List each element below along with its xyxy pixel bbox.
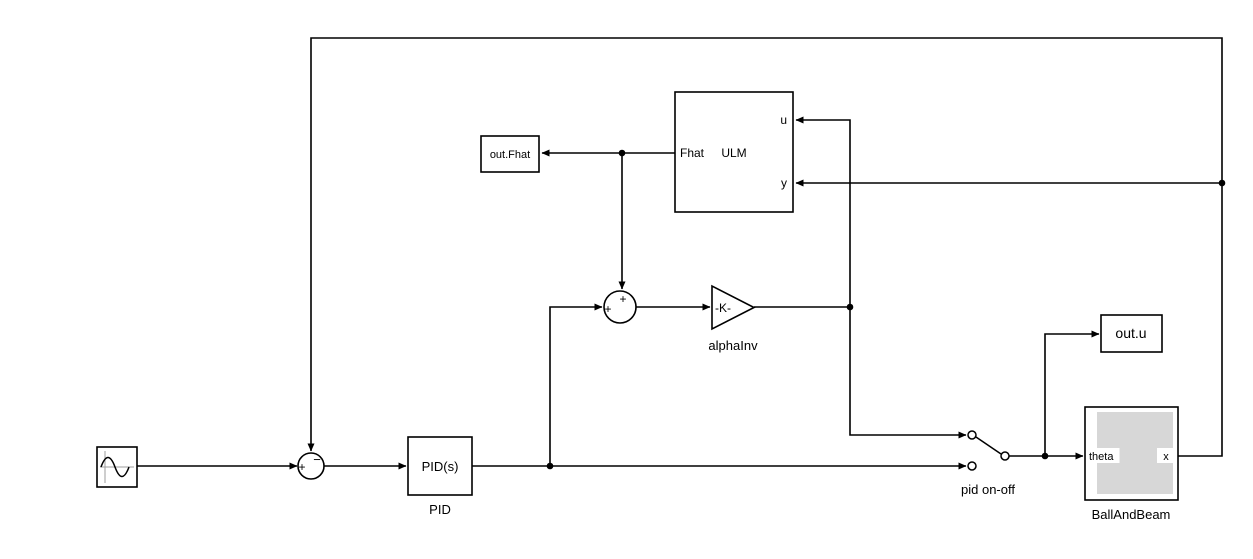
switch-lever[interactable]: [975, 436, 1002, 455]
ulm-block[interactable]: Fhat ULM u y: [674, 91, 794, 213]
gain-body[interactable]: [711, 284, 756, 331]
gain-block-label: alphaInv: [708, 338, 758, 353]
sine-wave-icon: [100, 456, 130, 478]
wire-branch-to-outu[interactable]: [1044, 330, 1100, 456]
wire-node-to-ulm-u[interactable]: [795, 116, 851, 307]
sum-ff-body[interactable]: [603, 290, 637, 324]
sum-error-body[interactable]: [297, 452, 325, 480]
pid-block[interactable]: PID(s) PID: [407, 436, 473, 517]
pid-block-text: PID(s): [422, 459, 459, 474]
junction-dot: [1218, 179, 1226, 187]
switch-label: pid on-off: [961, 482, 1015, 497]
sum-error-sign-input: +: [298, 460, 305, 474]
sum-error-sign-feedback: −: [313, 452, 321, 467]
manual-switch-block[interactable]: pid on-off: [961, 430, 1015, 497]
junction-dot: [1041, 452, 1049, 460]
ballandbeam-port-out-chip: [1157, 448, 1174, 463]
switch-upper-port[interactable]: [967, 430, 977, 440]
ulm-port-out-label: Fhat: [680, 146, 705, 160]
wire-branch-to-sum2-left[interactable]: [549, 303, 603, 466]
sine-wave-block[interactable]: [96, 446, 138, 488]
out-u-block[interactable]: out.u: [1100, 314, 1163, 353]
junction-dot: [846, 303, 854, 311]
switch-lower-port[interactable]: [967, 461, 977, 471]
ulm-port-u-label: u: [780, 113, 787, 127]
sum-ff-sign-left: +: [604, 302, 611, 316]
sum-ff-block[interactable]: + +: [603, 290, 637, 324]
switch-output-port[interactable]: [1000, 451, 1010, 461]
ballandbeam-label: BallAndBeam: [1092, 507, 1171, 522]
out-fhat-block[interactable]: out.Fhat: [480, 135, 540, 173]
gain-block[interactable]: -K- alphaInv: [708, 284, 758, 353]
ballandbeam-port-in-label: theta: [1089, 451, 1114, 463]
junction-dot: [546, 462, 554, 470]
ballandbeam-port-in-chip: [1086, 448, 1120, 463]
sum-ff-sign-top: +: [619, 292, 626, 306]
pid-body[interactable]: [407, 436, 473, 496]
out-fhat-text: out.Fhat: [490, 149, 530, 161]
ulm-port-y-label: y: [781, 176, 787, 190]
out-fhat-body[interactable]: [480, 135, 540, 173]
wire-node-to-switch-upper[interactable]: [849, 307, 967, 439]
out-u-body[interactable]: [1100, 314, 1163, 353]
junction-dots: [546, 149, 1226, 470]
ballandbeam-port-out-label: x: [1163, 451, 1169, 463]
out-u-text: out.u: [1115, 325, 1146, 341]
ballandbeam-block[interactable]: theta x BallAndBeam: [1084, 406, 1179, 522]
ulm-block-name: ULM: [721, 146, 746, 160]
wire-ballandbeam-feedback[interactable]: [307, 37, 1223, 457]
sum-error-block[interactable]: − +: [297, 452, 325, 480]
signal-wires: [137, 37, 1223, 470]
gain-block-text: -K-: [715, 301, 731, 315]
pid-block-label: PID: [429, 502, 451, 517]
ulm-body[interactable]: [674, 91, 794, 213]
junction-dot: [618, 149, 626, 157]
